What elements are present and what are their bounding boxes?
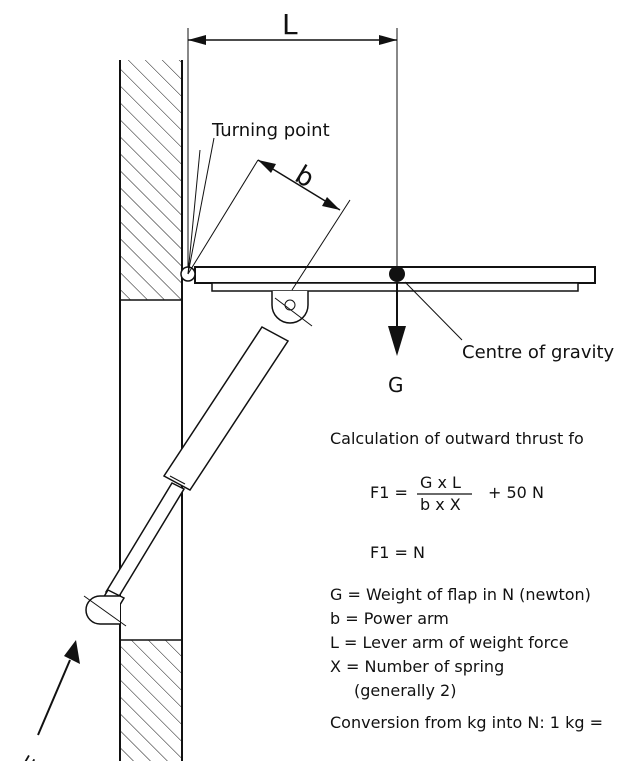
gas-spring-cylinder (162, 326, 290, 491)
turning-point-label: Turning point (211, 120, 330, 141)
power-arm-label: b (290, 160, 320, 194)
dimension-b-arrow-start (258, 160, 276, 173)
gas-spring-upper-mount (271, 291, 309, 324)
turning-point-leader (187, 137, 215, 275)
weight-arrow (388, 282, 406, 356)
legend-conversion: Conversion from kg into N: 1 kg = (330, 713, 603, 732)
force-arrow (37, 640, 80, 736)
gas-spring (83, 291, 313, 627)
legend-spring-note: (generally 2) (354, 681, 456, 700)
legend-spring-count: X = Number of spring (330, 657, 504, 676)
calculation-heading: Calculation of outward thrust fo (330, 429, 584, 448)
dimension-l-arrow-left (188, 35, 206, 45)
turning-point-leader-2 (187, 149, 201, 275)
gas-spring-piston-rod (104, 482, 186, 599)
formula-addend: + 50 N (488, 483, 544, 502)
legend-weight: G = Weight of flap in N (newton) (330, 585, 591, 604)
wall-hatch-upper (120, 60, 182, 300)
flap-underside (211, 282, 579, 292)
centre-of-gravity-marker (389, 266, 405, 282)
wall-hatch-lower (120, 640, 182, 761)
formula-denominator: b x X (420, 495, 461, 514)
wall (99, 60, 183, 761)
dimension-l (187, 28, 398, 267)
centre-of-gravity-label: Centre of gravity (462, 342, 615, 363)
dimension-l-arrow-right (379, 35, 397, 45)
weight-label: G (388, 373, 404, 397)
centre-of-gravity-leader (404, 281, 463, 341)
formula-numerator: G x L (420, 473, 461, 492)
legend-power-arm: b = Power arm (330, 609, 449, 628)
dimension-b (187, 159, 351, 291)
force-label: F (20, 752, 48, 761)
lever-arm-label: L (282, 8, 298, 41)
legend-lever-arm: L = Lever arm of weight force (330, 633, 569, 652)
formula-lhs: F1 = (370, 483, 408, 502)
formula-result: F1 = N (370, 543, 425, 562)
dimension-b-arrow-end (322, 197, 340, 210)
